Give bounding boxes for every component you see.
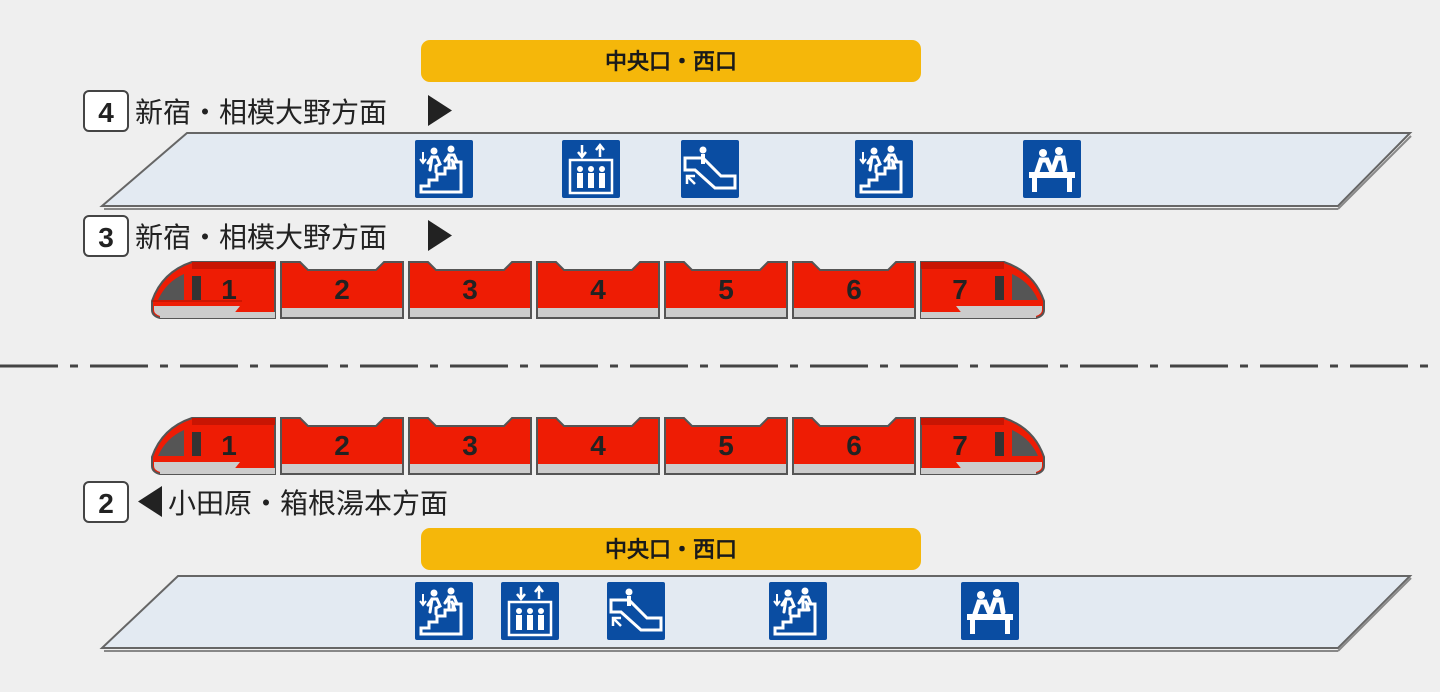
train-car: 2 <box>281 262 403 318</box>
right-arrow-icon <box>428 95 452 126</box>
upper-exit-banner: 中央口・西口 <box>421 40 921 82</box>
stairs-up-down-icon <box>415 140 473 198</box>
train-car: 4 <box>537 418 659 474</box>
train-car: 1 <box>152 262 275 318</box>
waiting-bench-icon <box>961 582 1019 640</box>
car-number: 6 <box>846 430 862 461</box>
stairs-up-down-icon <box>855 140 913 198</box>
lower-train: 1 2 3 4 5 6 <box>152 418 1044 474</box>
train-car: 1 <box>152 418 275 474</box>
car-number: 2 <box>334 274 350 305</box>
train-car: 4 <box>537 262 659 318</box>
lower-platform <box>102 576 1411 651</box>
elevator-icon <box>562 140 620 198</box>
car-number: 5 <box>718 274 734 305</box>
track2-label: 2 小田原・箱根湯本方面 <box>84 482 448 522</box>
escalator-icon <box>607 582 665 640</box>
track4-direction: 新宿・相模大野方面 <box>135 96 387 129</box>
upper-platform <box>102 133 1411 209</box>
track2-direction: 小田原・箱根湯本方面 <box>168 487 448 520</box>
train-car: 5 <box>665 418 787 474</box>
lower-exit-label: 中央口・西口 <box>605 537 737 563</box>
escalator-icon <box>681 140 739 198</box>
upper-exit-label: 中央口・西口 <box>605 49 737 75</box>
car-number: 4 <box>590 430 606 461</box>
car-number: 2 <box>334 430 350 461</box>
car-number: 5 <box>718 430 734 461</box>
train-car: 7 <box>921 418 1044 474</box>
car-number: 7 <box>952 274 968 305</box>
stairs-up-down-icon <box>415 582 473 640</box>
train-car: 6 <box>793 418 915 474</box>
track3-number: 3 <box>98 222 114 253</box>
track3-direction: 新宿・相模大野方面 <box>135 221 387 254</box>
elevator-icon <box>501 582 559 640</box>
car-number: 3 <box>462 274 478 305</box>
right-arrow-icon <box>428 220 452 251</box>
car-number: 4 <box>590 274 606 305</box>
left-arrow-icon <box>138 486 162 517</box>
track4-label: 4 新宿・相模大野方面 <box>84 91 452 131</box>
train-car: 2 <box>281 418 403 474</box>
train-car: 3 <box>409 262 531 318</box>
stairs-up-down-icon <box>769 582 827 640</box>
upper-train: 1 2 3 4 5 6 <box>152 262 1044 318</box>
car-number: 6 <box>846 274 862 305</box>
car-number: 7 <box>952 430 968 461</box>
car-number: 1 <box>221 274 237 305</box>
track3-label: 3 新宿・相模大野方面 <box>84 216 452 256</box>
track2-number: 2 <box>98 488 114 519</box>
train-car: 5 <box>665 262 787 318</box>
train-car: 7 <box>921 262 1044 318</box>
track4-number: 4 <box>98 97 114 128</box>
train-car: 6 <box>793 262 915 318</box>
car-number: 3 <box>462 430 478 461</box>
train-car: 3 <box>409 418 531 474</box>
car-number: 1 <box>221 430 237 461</box>
lower-exit-banner: 中央口・西口 <box>421 528 921 570</box>
waiting-bench-icon <box>1023 140 1081 198</box>
